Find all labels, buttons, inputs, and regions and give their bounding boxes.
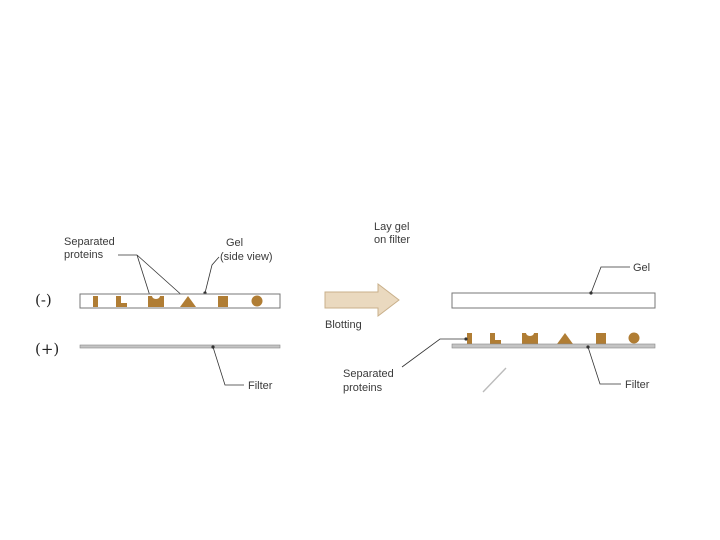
protein-band-5 [218,296,228,307]
right-gel-leader [590,266,630,294]
blotted-protein-band-1 [467,333,472,344]
protein-band-2 [116,296,127,307]
protein-band-3 [148,296,164,307]
left-filter-leader-dot [211,345,215,349]
right-filter-label: Filter [625,379,650,391]
blotted-protein-band-5 [596,333,606,344]
negative-pole-label: (-) [35,291,52,309]
blotting-arrow-icon [324,282,400,318]
left-filter-label: Filter [248,380,273,392]
right-filter-leader [587,346,621,385]
left-proteins-leader-2 [136,254,151,297]
blotting-label: Blotting [325,319,362,331]
blotted-protein-band-3 [522,333,538,344]
blotted-protein-band-6 [628,332,640,344]
protein-band-1 [93,296,98,307]
right-separated-proteins-label: Separated proteins [343,368,397,394]
lay-gel-label: Lay gel on filter [374,221,413,246]
right-gel-bar [451,292,656,309]
right-proteins-leader [401,338,466,368]
right-filter-leader-dot [586,345,590,349]
left-gel-bar [79,293,281,309]
right-gel-leader-dot [589,291,593,295]
right-proteins-leader-dot [464,337,468,341]
protein-band-4 [180,296,196,307]
left-separated-proteins-label: Separated proteins [64,236,118,261]
right-panel: Gel Separated proteins Filter [343,262,656,394]
left-gel-leader [204,256,220,294]
middle-step: Lay gel on filter Blotting [324,221,507,393]
left-filter-leader [212,346,244,386]
protein-band-6 [251,295,263,307]
left-filter-bar [79,344,281,349]
blotted-protein-band-4 [557,333,573,344]
left-gel-label: Gel (side view) [220,237,273,263]
left-proteins-leader-3 [136,254,186,299]
blotted-protein-band-2 [490,333,501,344]
positive-pole-label: (+) [35,340,59,358]
right-filter-bar [451,343,656,349]
stray-mark [482,367,507,393]
right-gel-label: Gel [633,262,650,274]
left-panel: Separated proteins Gel (side view) (-) (… [35,236,281,392]
